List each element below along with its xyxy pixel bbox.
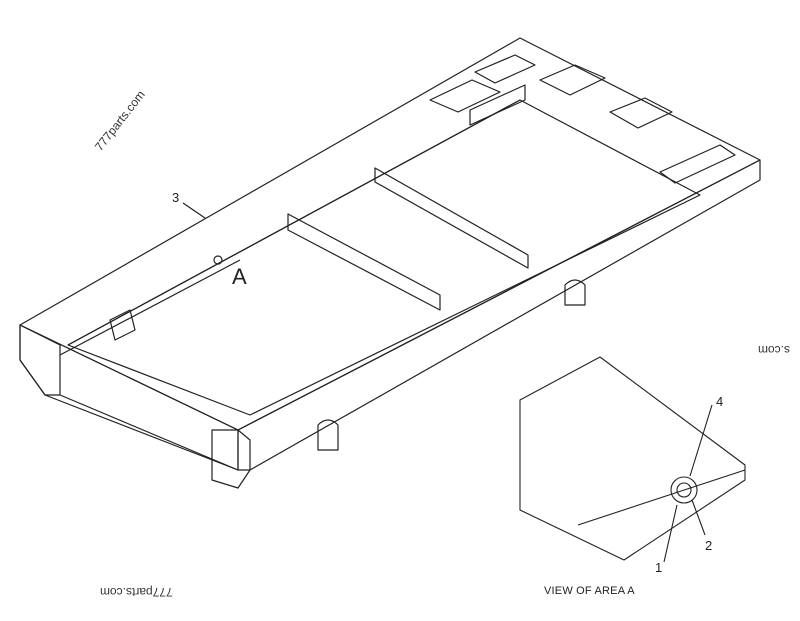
leader-1 (663, 504, 678, 563)
side-rail-upper (67, 99, 521, 346)
detail-panel-edge (577, 469, 746, 526)
cutout-5 (659, 144, 736, 184)
front-end-cap (211, 429, 251, 489)
cross-member-2 (374, 167, 529, 269)
rail-bottom-long (59, 394, 239, 471)
fitting-outer (670, 476, 698, 504)
side-rail-lower (59, 259, 241, 356)
watermark-right-edge: s.com (758, 343, 791, 357)
callout-1: 1 (655, 560, 663, 575)
callout-area-a: A (232, 264, 247, 289)
cutout-4 (609, 97, 673, 129)
fitting-inner (676, 482, 692, 498)
detail-panel (519, 356, 746, 561)
cross-member-1 (287, 213, 441, 311)
frame-front-face (237, 159, 761, 471)
leader-3 (182, 202, 206, 219)
cross-member-3 (469, 84, 526, 126)
view-caption: VIEW OF AREA A (544, 585, 635, 597)
area-a-fitting (213, 255, 223, 265)
cutout-3 (539, 64, 606, 96)
callout-3: 3 (172, 190, 180, 205)
frame-inner-opening (67, 99, 701, 416)
callout-4: 4 (716, 394, 724, 409)
leader-2 (691, 499, 706, 536)
bracket-right (564, 279, 586, 306)
bracket-left (109, 309, 136, 341)
watermark-bottom-left: 777parts.com (100, 585, 173, 599)
bracket-center (317, 419, 339, 451)
cutout-1 (429, 79, 501, 113)
callout-2: 2 (705, 538, 713, 553)
cutout-2 (474, 54, 536, 84)
leader-4 (689, 404, 713, 477)
left-end-cap (19, 324, 61, 396)
